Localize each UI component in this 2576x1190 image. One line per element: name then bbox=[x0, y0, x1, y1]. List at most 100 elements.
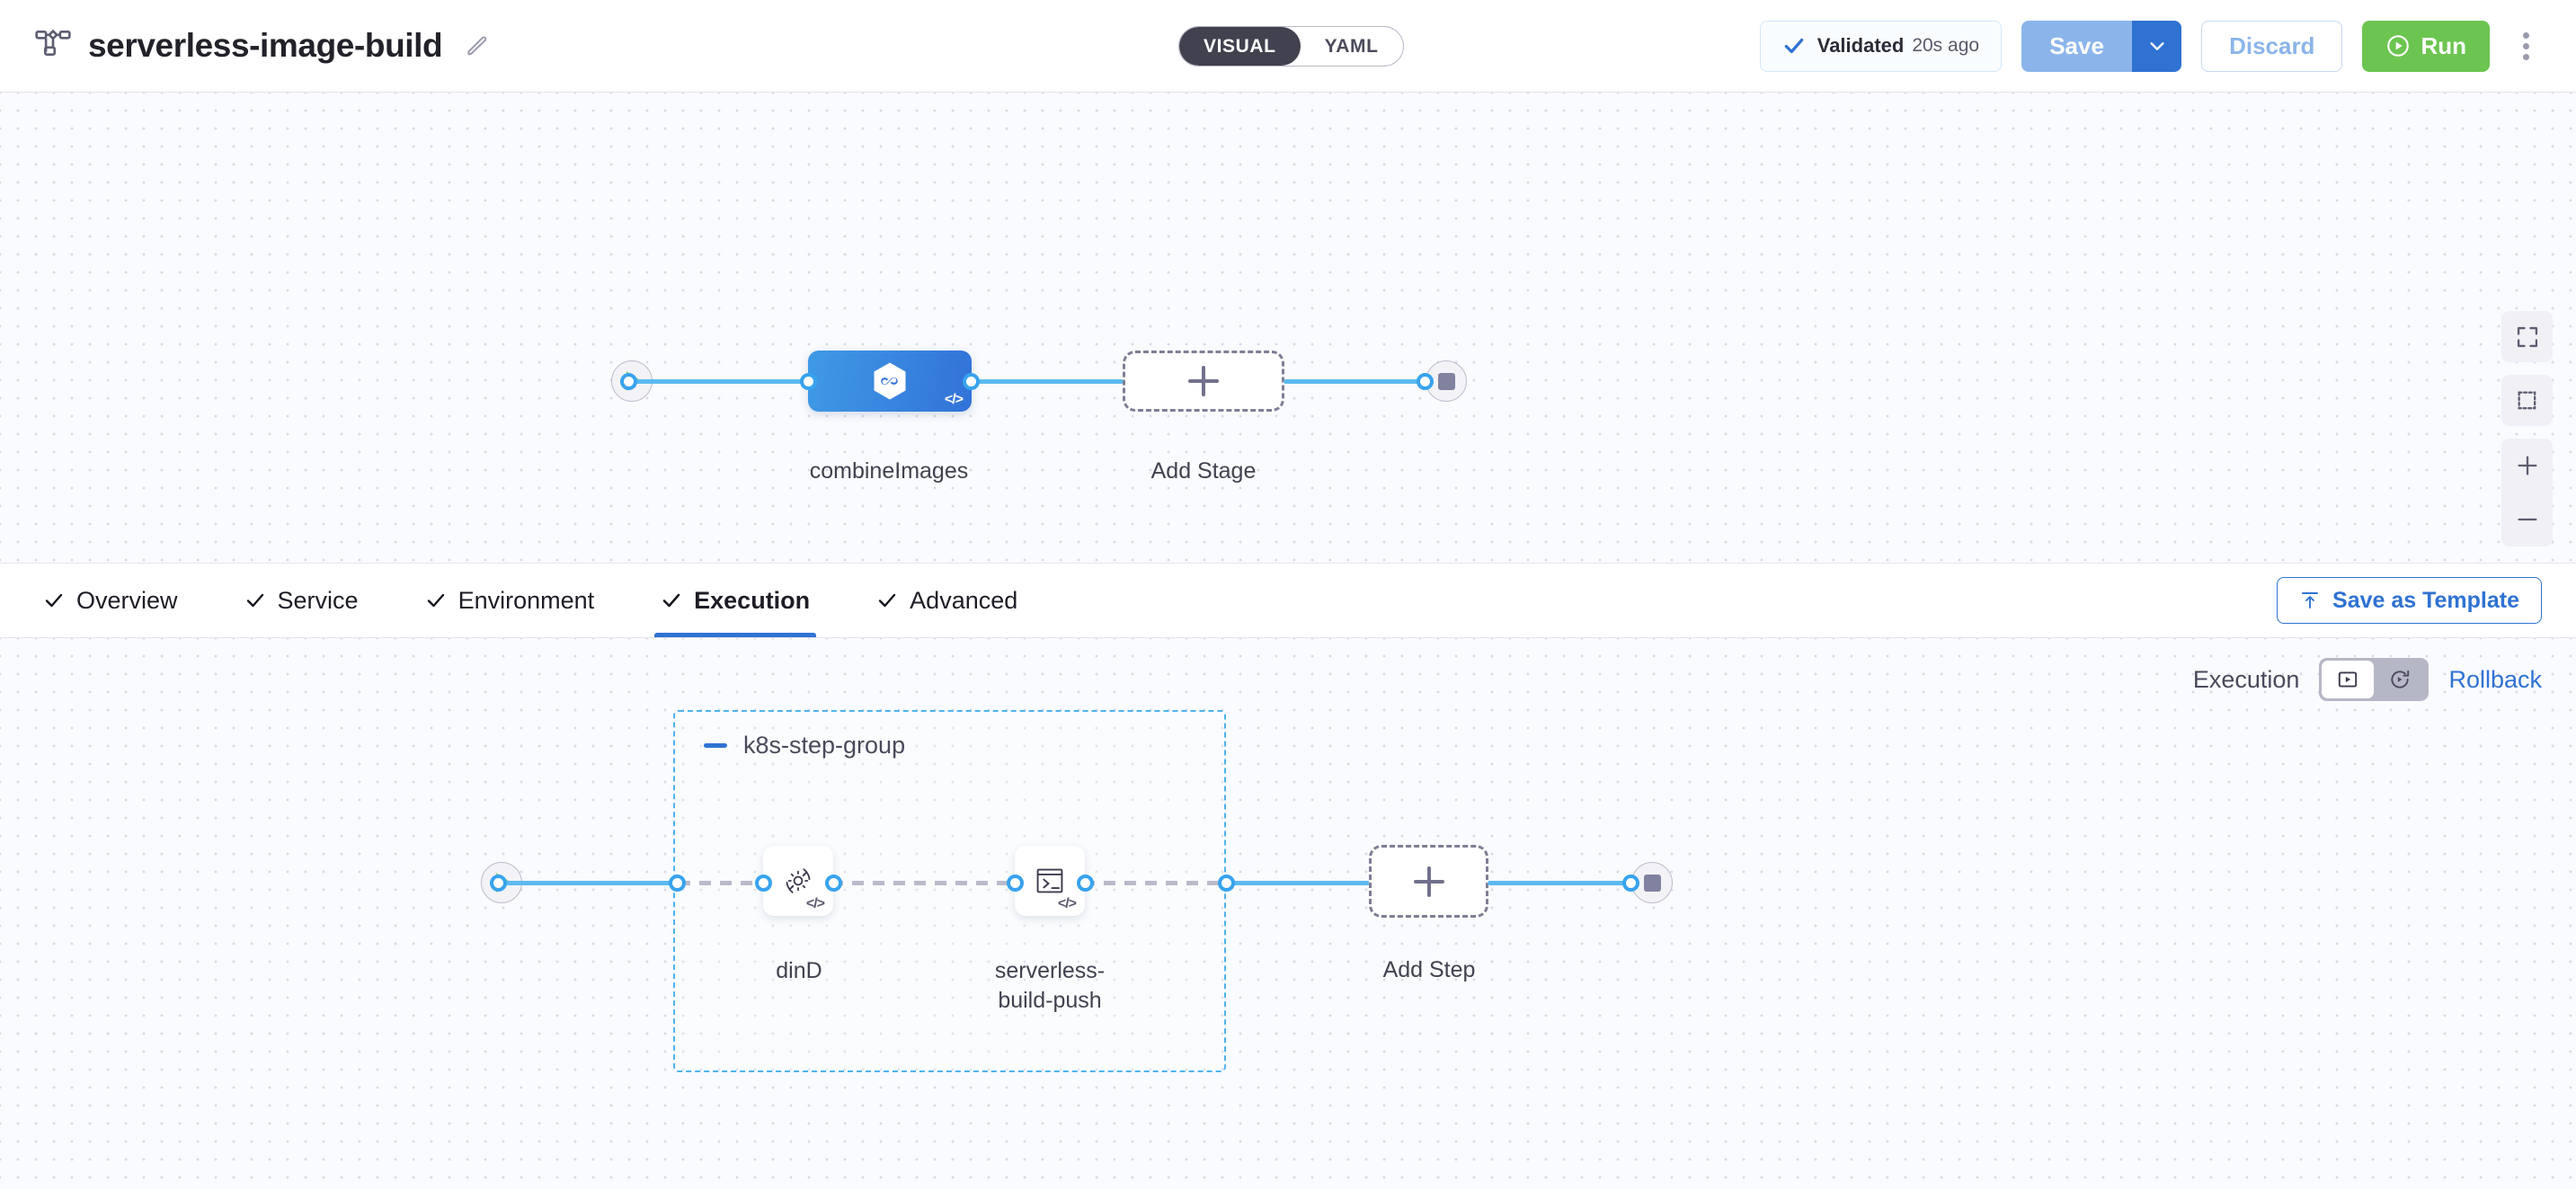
edge-group-to-dind bbox=[679, 881, 764, 885]
run-button[interactable]: Run bbox=[2362, 20, 2490, 72]
zoom-out-button[interactable] bbox=[2501, 493, 2553, 546]
add-step-label: Add Step bbox=[1382, 957, 1476, 982]
stop-icon bbox=[1437, 372, 1455, 390]
save-as-template-label: Save as Template bbox=[2332, 587, 2519, 613]
plus-icon bbox=[1188, 366, 1219, 396]
execution-view-toggle[interactable] bbox=[2322, 661, 2375, 698]
check-icon bbox=[244, 590, 266, 611]
add-step-button[interactable] bbox=[1369, 845, 1488, 918]
edge-start-to-group bbox=[499, 881, 679, 885]
save-button-group: Save bbox=[2021, 20, 2182, 72]
tab-label: Overview bbox=[76, 586, 178, 614]
stop-icon bbox=[1643, 874, 1661, 892]
dind-output-port[interactable] bbox=[825, 875, 842, 892]
terminal-icon bbox=[1029, 860, 1070, 901]
build-input-port[interactable] bbox=[1007, 875, 1024, 892]
stage-config-tabbar: Overview Service Environment Execution A… bbox=[0, 564, 2576, 638]
step-label-line2: build-push bbox=[998, 988, 1102, 1013]
discard-button[interactable]: Discard bbox=[2201, 20, 2343, 72]
view-toggle-yaml[interactable]: YAML bbox=[1324, 35, 1379, 57]
validated-label: Validated bbox=[1817, 34, 1905, 57]
check-icon bbox=[43, 590, 65, 611]
play-box-icon bbox=[2336, 668, 2359, 691]
rollback-link[interactable]: Rollback bbox=[2448, 665, 2542, 693]
chevron-down-icon bbox=[2147, 36, 2167, 56]
stage-node-combineimages[interactable]: </> bbox=[808, 351, 972, 412]
tab-overview[interactable]: Overview bbox=[34, 564, 211, 637]
step-label-serverless-build-push: serverless- build-push bbox=[960, 956, 1140, 1016]
page-title: serverless-image-build bbox=[88, 27, 443, 64]
dind-input-port[interactable] bbox=[755, 875, 772, 892]
execution-start-port[interactable] bbox=[490, 875, 507, 892]
header-actions: Validated 20s ago Save Discard Run bbox=[1759, 20, 2542, 72]
step-code-badge: </> bbox=[1057, 896, 1077, 911]
tab-list: Overview Service Environment Execution A… bbox=[34, 564, 1051, 637]
edge-dind-to-build bbox=[831, 881, 1016, 885]
minus-icon[interactable] bbox=[704, 743, 727, 748]
run-label: Run bbox=[2421, 31, 2466, 59]
tab-execution[interactable]: Execution bbox=[627, 564, 843, 637]
zoom-to-selection-button[interactable] bbox=[2501, 375, 2553, 426]
gear-sync-icon bbox=[777, 860, 819, 901]
expand-icon bbox=[2515, 324, 2540, 350]
play-circle-icon bbox=[2385, 33, 2411, 58]
group-exit-port[interactable] bbox=[1218, 875, 1235, 892]
pencil-icon[interactable] bbox=[458, 32, 491, 59]
marquee-select-icon bbox=[2515, 388, 2540, 413]
execution-rollback-switch[interactable] bbox=[2319, 658, 2429, 701]
header-left-group: serverless-image-build bbox=[34, 27, 491, 65]
execution-end-port[interactable] bbox=[1622, 875, 1639, 892]
tab-advanced[interactable]: Advanced bbox=[843, 564, 1051, 637]
rollback-icon bbox=[2388, 668, 2412, 691]
build-output-port[interactable] bbox=[1077, 875, 1094, 892]
add-stage-label: Add Stage bbox=[1150, 458, 1257, 484]
tab-label: Execution bbox=[694, 586, 811, 614]
step-code-badge: </> bbox=[805, 896, 825, 911]
hexagon-infinity-icon bbox=[868, 360, 911, 403]
stage-input-port[interactable] bbox=[800, 373, 817, 390]
view-toggle-visual[interactable]: VISUAL bbox=[1179, 27, 1301, 66]
end-node-port[interactable] bbox=[1417, 373, 1434, 390]
save-dropdown-button[interactable] bbox=[2132, 20, 2182, 72]
zoom-in-button[interactable] bbox=[2501, 439, 2553, 493]
stage-node-label: combineImages bbox=[809, 458, 969, 484]
execution-label: Execution bbox=[2192, 665, 2300, 693]
stage-canvas[interactable]: </> combineImages Add Stage bbox=[0, 93, 2576, 564]
view-mode-toggle[interactable]: VISUAL YAML bbox=[1178, 26, 1404, 67]
tab-service[interactable]: Service bbox=[211, 564, 392, 637]
add-stage-button[interactable] bbox=[1123, 351, 1284, 412]
canvas-controls bbox=[2501, 311, 2553, 546]
group-entry-port[interactable] bbox=[669, 875, 686, 892]
save-button[interactable]: Save bbox=[2021, 20, 2133, 72]
edge-addstage-to-end bbox=[1284, 379, 1426, 384]
step-label-dind: dinD bbox=[776, 958, 822, 983]
step-group-header: k8s-step-group bbox=[704, 732, 905, 759]
step-node-serverless-build-push[interactable]: </> bbox=[1015, 846, 1085, 916]
check-icon bbox=[425, 590, 447, 611]
status-badge: Validated 20s ago bbox=[1759, 20, 2003, 72]
check-icon bbox=[661, 590, 682, 611]
minus-icon bbox=[2515, 507, 2540, 532]
plus-icon bbox=[2515, 453, 2540, 478]
kebab-menu-icon[interactable] bbox=[2509, 25, 2542, 67]
app-header: serverless-image-build VISUAL YAML Valid… bbox=[0, 0, 2576, 93]
edge-start-to-stage bbox=[629, 379, 809, 384]
check-icon bbox=[876, 590, 898, 611]
step-group-title: k8s-step-group bbox=[743, 732, 906, 759]
execution-canvas[interactable]: Execution Rol bbox=[0, 638, 2576, 1189]
plus-icon bbox=[1413, 866, 1444, 897]
upload-template-icon bbox=[2299, 590, 2321, 611]
step-group-k8s[interactable]: k8s-step-group bbox=[673, 710, 1226, 1072]
start-node-port[interactable] bbox=[620, 373, 637, 390]
execution-toolbar: Execution Rol bbox=[2193, 658, 2542, 701]
fit-to-screen-button[interactable] bbox=[2501, 311, 2553, 362]
save-as-template-button[interactable]: Save as Template bbox=[2277, 577, 2542, 624]
stage-output-port[interactable] bbox=[963, 373, 980, 390]
pipeline-icon bbox=[34, 27, 72, 65]
edge-stage-to-addstage bbox=[971, 379, 1124, 384]
tab-environment[interactable]: Environment bbox=[392, 564, 628, 637]
check-icon bbox=[1782, 34, 1806, 58]
step-node-dind[interactable]: </> bbox=[763, 846, 833, 916]
validated-timestamp: 20s ago bbox=[1912, 35, 1980, 56]
rollback-view-toggle[interactable] bbox=[2374, 661, 2426, 698]
